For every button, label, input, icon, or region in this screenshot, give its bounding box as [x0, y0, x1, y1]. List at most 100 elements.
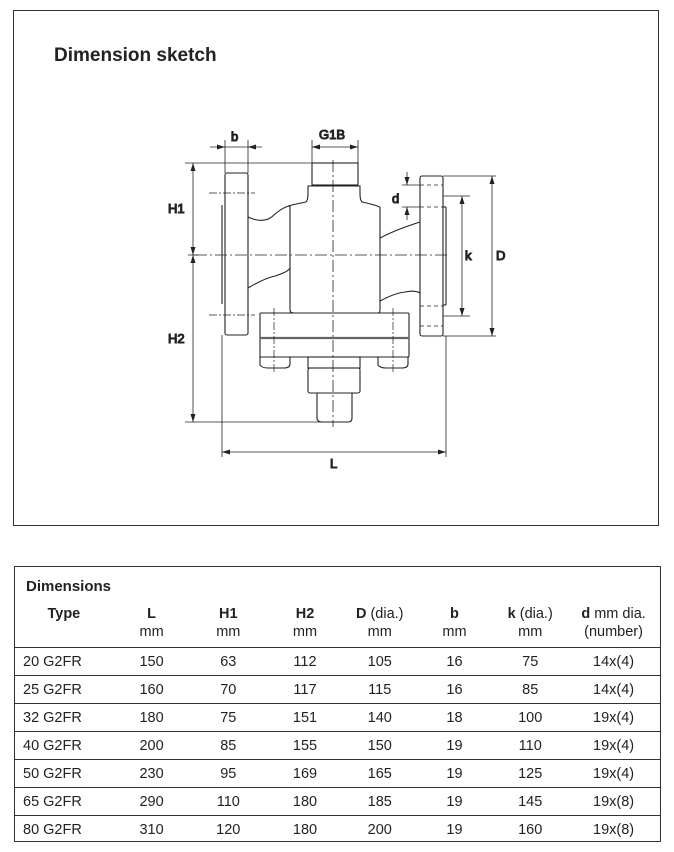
table-cell: 85 [493, 675, 568, 704]
table-cell: 19x(8) [593, 821, 635, 838]
table-cell: 120 [216, 821, 241, 838]
table-cell: 70 [190, 675, 267, 704]
table-cell: 105 [343, 647, 416, 676]
table-cell: 112 [266, 647, 344, 676]
bottom-cover [259, 312, 410, 358]
table-cell: 40 G2FR [15, 731, 113, 760]
stem [316, 393, 353, 423]
column-header: H1 mm [190, 605, 267, 648]
label-D: D [496, 248, 505, 263]
right-nut [377, 357, 409, 369]
table-cell: 20 G2FR [15, 647, 113, 676]
header-main: b [450, 606, 459, 622]
column-header: d mm dia. (number) [567, 605, 660, 648]
header-unit: mm [367, 624, 392, 640]
header-unit: mm [442, 624, 467, 640]
table-cell: 110 [190, 787, 267, 816]
table-cell: 140 [343, 703, 416, 732]
label-h2: H2 [168, 331, 185, 346]
left-hub-lower [247, 267, 291, 289]
dimension-sketch-panel: Dimension sketch [13, 10, 659, 526]
header-extra: (dia.) [366, 606, 404, 622]
table-cell: 150 [112, 647, 191, 676]
left-nut [259, 357, 291, 369]
table-cell: 165 [343, 759, 416, 788]
table-cell: 151 [266, 703, 344, 732]
table-cell: 32 G2FR [15, 703, 113, 732]
table-cell: 19x(4) [567, 731, 660, 760]
table-cell: 19 [415, 731, 494, 760]
table-cell: 169 [266, 759, 344, 788]
header-unit: (number) [584, 624, 643, 640]
right-flange [419, 175, 444, 337]
column-header: b mm [415, 605, 494, 648]
header-main: Type [47, 606, 81, 622]
table-cell: 100 [493, 703, 568, 732]
stem-housing [307, 367, 361, 394]
table-cell: 110 [493, 731, 568, 760]
table-cell: 19 [446, 821, 463, 838]
label-b: b [231, 129, 238, 144]
dimension-arrows [190, 144, 495, 455]
table-cell: 155 [266, 731, 344, 760]
header-main: H1 [219, 606, 238, 622]
table-cell: 75 [190, 703, 267, 732]
table-cell: 16 [415, 675, 494, 704]
column-header: k (dia.)mm [493, 605, 568, 648]
table-cell: 25 G2FR [15, 675, 113, 704]
header-main: H2 [295, 606, 315, 622]
table-cell: 16 [415, 647, 494, 676]
header-unit: mm [292, 624, 318, 640]
table-cell: 19x(4) [567, 759, 660, 788]
header-main: D [355, 606, 367, 622]
left-hub-upper [247, 205, 291, 221]
table-cell: 180 [266, 787, 344, 816]
header-unit: mm [216, 624, 241, 640]
table-cell: 200 [367, 821, 392, 838]
table-cell: 50 G2FR [15, 759, 113, 788]
table-cell: 160 [518, 821, 543, 838]
label-L: L [330, 456, 337, 471]
column-header: H2 mm [266, 605, 344, 648]
sketch-title: Dimension sketch [54, 45, 217, 66]
table-cell: 290 [112, 787, 191, 816]
header-main: d [581, 606, 591, 622]
left-flange [224, 172, 249, 336]
header-unit: mm [139, 624, 164, 640]
table-cell: 75 [493, 647, 568, 676]
valve-drawing: b G1B H1 H2 d k D L [167, 126, 505, 471]
table-cell: 19x(8) [567, 787, 660, 816]
header-main: k [507, 606, 516, 622]
table-cell: 310 [139, 821, 164, 838]
table-cell: 180 [292, 821, 318, 838]
table-cell: 85 [190, 731, 267, 760]
valve-body [289, 206, 381, 314]
label-d: d [392, 191, 399, 206]
table-cell: 145 [493, 787, 568, 816]
table-cell: 19 [415, 759, 494, 788]
table-cell: 125 [493, 759, 568, 788]
table-cell: 80 G2FR [23, 821, 82, 838]
table-cell: 95 [190, 759, 267, 788]
header-extra: mm dia. [590, 606, 646, 622]
header-main: L [147, 606, 156, 622]
table-cell: 115 [343, 675, 416, 704]
table-cell: 65 G2FR [15, 787, 113, 816]
table-cell: 185 [343, 787, 416, 816]
table-cell: 19x(4) [567, 703, 660, 732]
label-g1b: G1B [319, 127, 345, 142]
table-cell: 18 [415, 703, 494, 732]
table-cell: 14x(4) [567, 675, 660, 704]
table-title: Dimensions [26, 578, 112, 595]
header-extra: (dia.) [515, 606, 553, 622]
table-cell: 14x(4) [567, 647, 660, 676]
table-cell: 160 [112, 675, 191, 704]
label-h1: H1 [168, 201, 185, 216]
